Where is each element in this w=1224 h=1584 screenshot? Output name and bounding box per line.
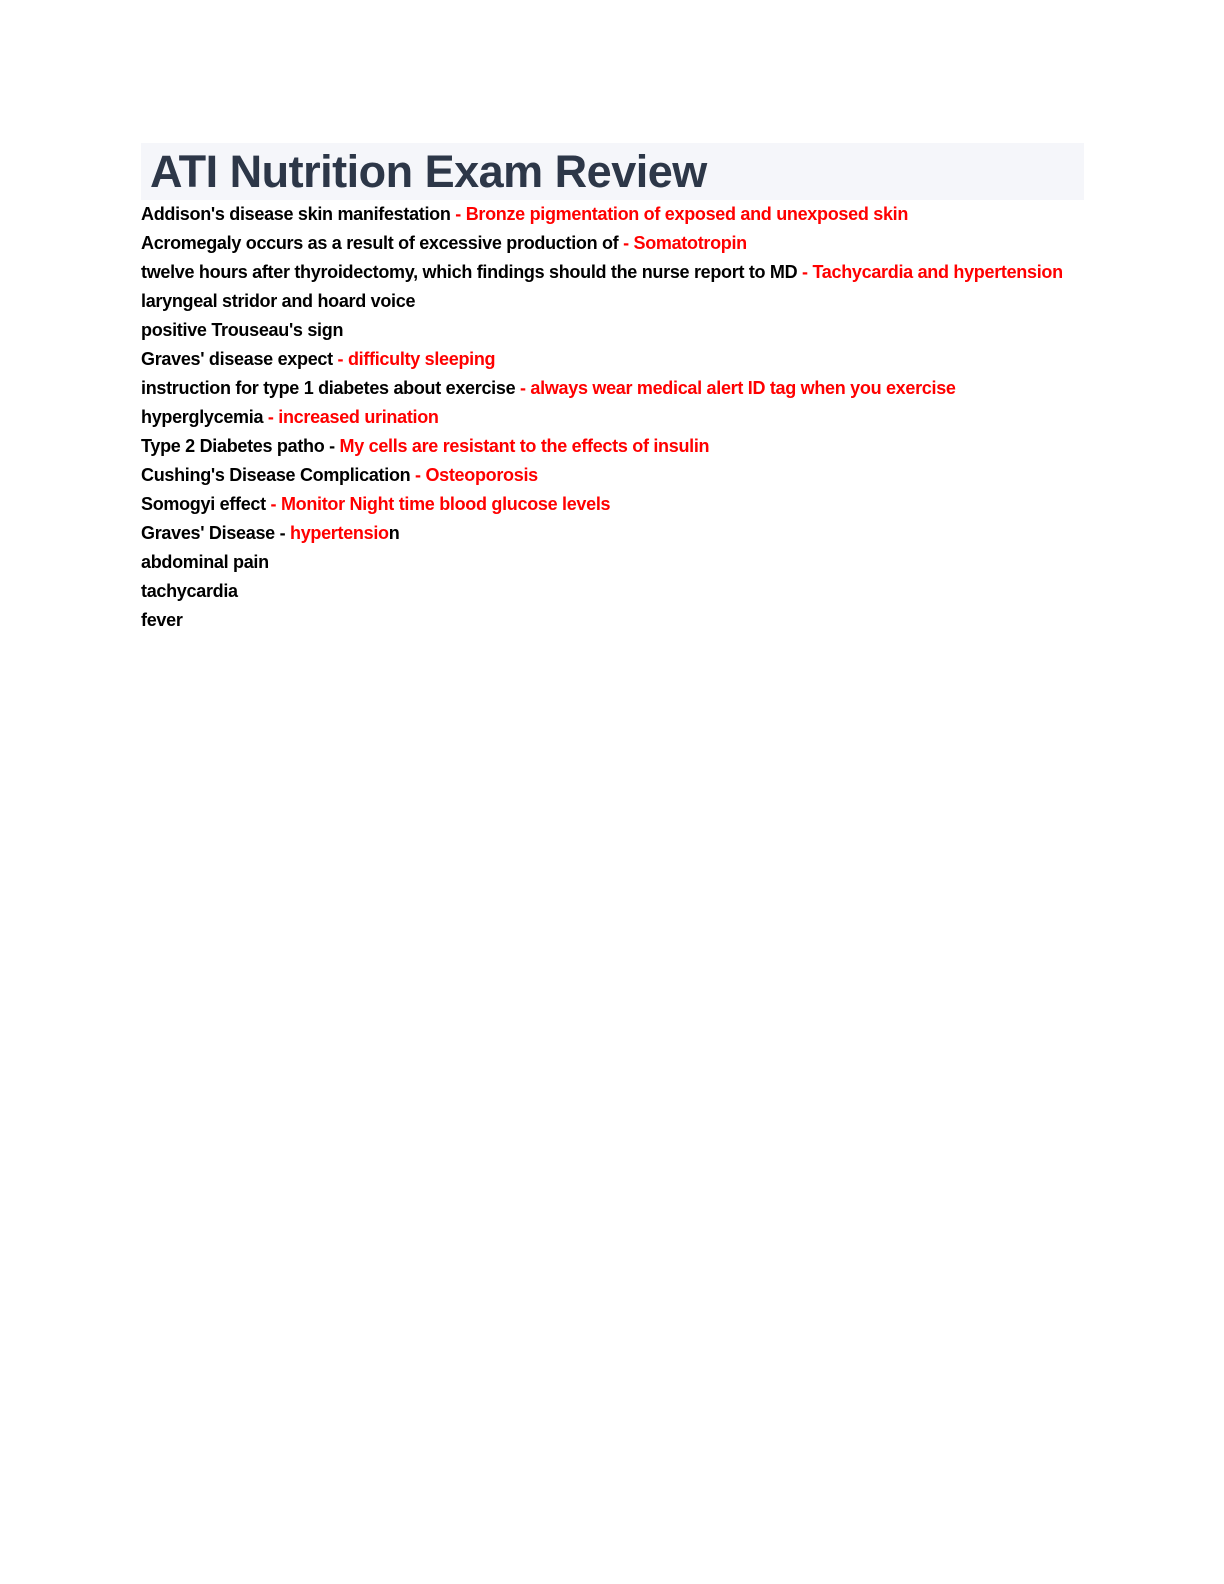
- question-text: Cushing's Disease Complication: [141, 465, 411, 485]
- answer-extra-line: tachycardia: [141, 581, 238, 601]
- qa-item: hyperglycemia - increased urination: [141, 403, 1093, 432]
- question-text: Type 2 Diabetes patho: [141, 436, 325, 456]
- qa-item: Acromegaly occurs as a result of excessi…: [141, 229, 1093, 258]
- dash-separator: -: [520, 378, 526, 398]
- answer-tail-text: n: [388, 523, 400, 543]
- question-text: Graves' Disease: [141, 523, 275, 543]
- page-title: ATI Nutrition Exam Review: [150, 146, 707, 197]
- dash-separator: -: [337, 349, 344, 369]
- qa-item: Cushing's Disease Complication - Osteopo…: [141, 461, 1093, 490]
- answer-extra-line: laryngeal stridor and hoard voice: [141, 291, 416, 311]
- answer-text: Osteoporosis: [425, 465, 538, 485]
- document-page: ATI Nutrition Exam Review Addison's dise…: [0, 0, 1224, 635]
- qa-item: Graves' disease expect - difficulty slee…: [141, 345, 1093, 374]
- qa-item: Addison's disease skin manifestation - B…: [141, 200, 1093, 229]
- dash-separator: -: [415, 465, 421, 485]
- answer-text: Monitor Night time blood glucose levels: [280, 494, 611, 514]
- question-text: Acromegaly occurs as a result of excessi…: [141, 233, 619, 253]
- answer-text: Somatotropin: [633, 233, 747, 253]
- answer-extra-line: abdominal pain: [141, 552, 269, 572]
- dash-separator: -: [267, 407, 274, 427]
- title-bar: ATI Nutrition Exam Review: [141, 143, 1084, 200]
- dash-separator: -: [455, 204, 461, 224]
- answer-text: Tachycardia and hypertension: [812, 262, 1063, 282]
- dash-separator: -: [329, 436, 335, 456]
- question-text: hyperglycemia: [141, 407, 264, 427]
- answer-text: always wear medical alert ID tag when yo…: [530, 378, 956, 398]
- answer-text: increased urination: [278, 407, 439, 427]
- question-text: Addison's disease skin manifestation: [141, 204, 451, 224]
- answer-text: difficulty sleeping: [347, 349, 496, 369]
- question-text: Somogyi effect: [141, 494, 266, 514]
- qa-item: Type 2 Diabetes patho - My cells are res…: [141, 432, 1093, 461]
- question-text: Graves' disease expect: [141, 349, 333, 369]
- qa-list: Addison's disease skin manifestation - B…: [141, 200, 1093, 635]
- question-text: instruction for type 1 diabetes about ex…: [141, 378, 516, 398]
- answer-text: My cells are resistant to the effects of…: [339, 436, 710, 456]
- dash-separator: -: [802, 262, 808, 282]
- question-text: twelve hours after thyroidectomy, which …: [141, 262, 798, 282]
- dash-separator: -: [279, 523, 286, 543]
- answer-text: Bronze pigmentation of exposed and unexp…: [465, 204, 909, 224]
- dash-separator: -: [270, 494, 277, 514]
- qa-item: twelve hours after thyroidectomy, which …: [141, 258, 1093, 287]
- answer-extra-line: positive Trouseau's sign: [141, 320, 344, 340]
- answer-extra-line: fever: [141, 610, 183, 630]
- qa-item: instruction for type 1 diabetes about ex…: [141, 374, 1093, 403]
- answer-text: hypertensio: [290, 523, 389, 543]
- qa-item: Somogyi effect - Monitor Night time bloo…: [141, 490, 1093, 519]
- dash-separator: -: [623, 233, 629, 253]
- qa-item: Graves' Disease - hypertension: [141, 519, 1093, 548]
